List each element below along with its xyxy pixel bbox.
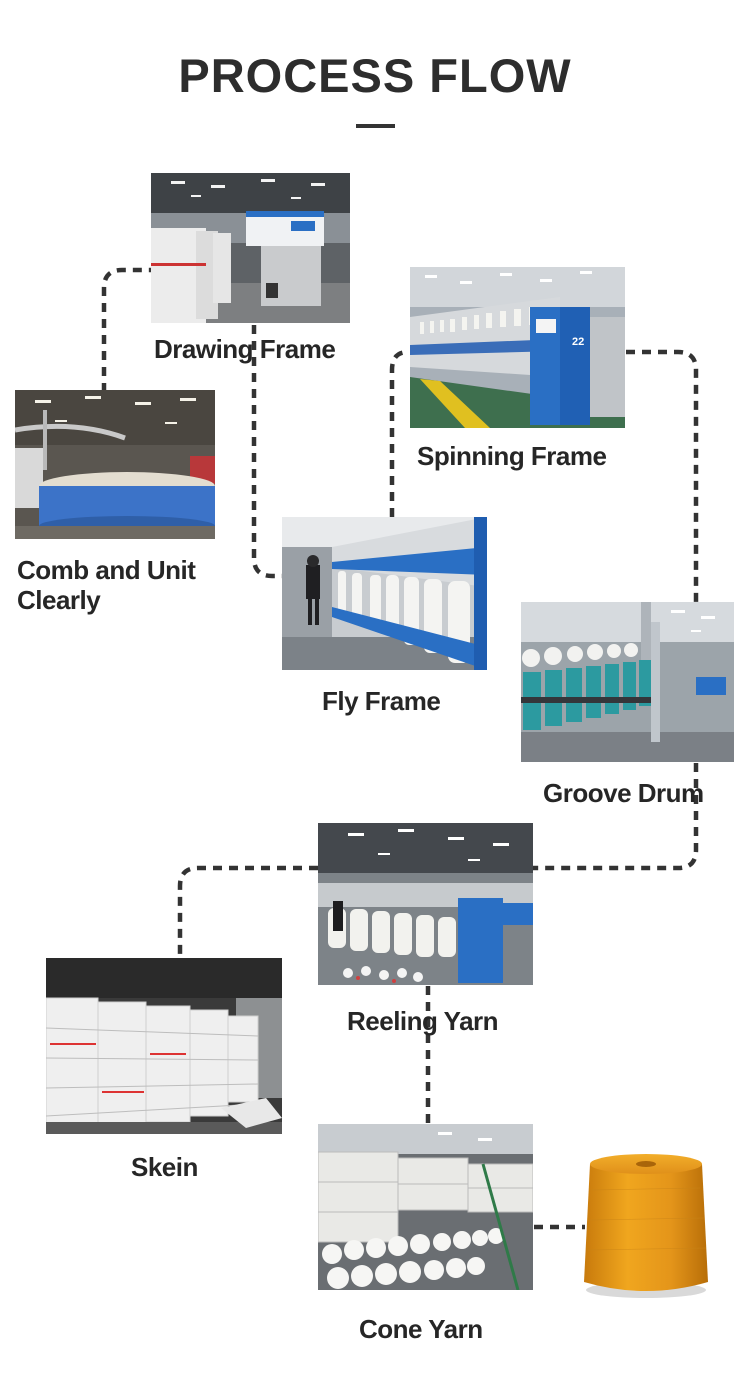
spinning-frame-photo: 22 (410, 267, 625, 428)
skein-photo (46, 958, 282, 1134)
fly-frame-photo (282, 517, 487, 670)
connector-groove-to-reeling (533, 763, 699, 871)
groove-drum-photo (521, 602, 734, 762)
finished-yarn-cone (580, 1150, 712, 1300)
comb-unit-photo (15, 390, 215, 539)
spinning-frame-label: Spinning Frame (417, 441, 607, 471)
svg-text:22: 22 (572, 336, 584, 348)
connector-drawing-to-fly (251, 325, 282, 579)
groove-drum-label: Groove Drum (543, 778, 704, 808)
connector-fly-to-spinning (389, 349, 409, 517)
cone-yarn-photo (318, 1124, 533, 1290)
connector-comb-to-drawing (101, 267, 152, 392)
reeling-yarn-label: Reeling Yarn (347, 1006, 499, 1036)
drawing-frame-label: Drawing Frame (154, 334, 336, 364)
connector-reeling-to-skein (177, 865, 318, 958)
title-divider (356, 124, 395, 128)
page-title: PROCESS FLOW (178, 49, 572, 102)
cone-yarn-label: Cone Yarn (359, 1314, 483, 1344)
drawing-frame-photo (151, 173, 350, 323)
reeling-yarn-photo (318, 823, 533, 985)
skein-label: Skein (131, 1152, 198, 1182)
connector-spinning-to-groove (626, 349, 699, 602)
fly-frame-label: Fly Frame (322, 686, 441, 716)
comb-unit-label: Comb and Unit Clearly (17, 555, 196, 615)
